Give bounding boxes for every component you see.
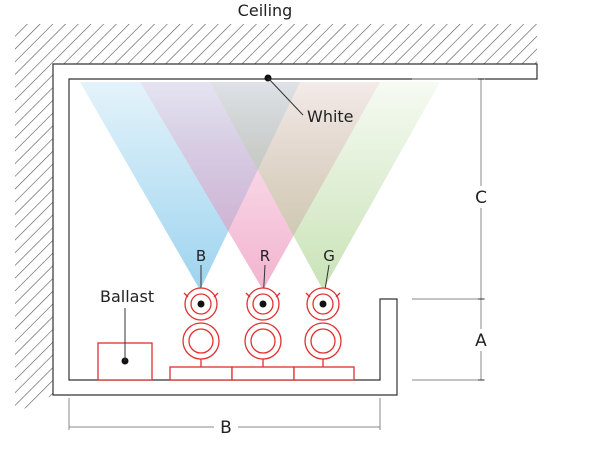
dim-c-label: C: [475, 188, 487, 208]
dim-c-label-bg: [470, 186, 492, 208]
ceiling-label: Ceiling: [238, 1, 293, 20]
dim-a-label: A: [475, 331, 487, 351]
dim-a-label-bg: [470, 329, 492, 351]
lamp-fixture-b: [169, 287, 233, 381]
lamp-fixture-r: [231, 287, 295, 381]
white-label: White: [307, 107, 354, 126]
white-leader-line: [267, 77, 304, 116]
lamp-label-g: G: [323, 247, 335, 265]
ceiling-hatch: [15, 24, 537, 413]
dim-b-label: B: [220, 418, 232, 438]
cove-outline: [52, 63, 538, 396]
ballast-label: Ballast: [100, 287, 154, 306]
lamp-fixture-g: [293, 287, 355, 381]
dim-b-label-bg: [214, 416, 238, 438]
lamp-label-b: B: [196, 247, 206, 265]
lamp-label-r: R: [260, 247, 270, 265]
green-light-beam: [210, 82, 440, 290]
